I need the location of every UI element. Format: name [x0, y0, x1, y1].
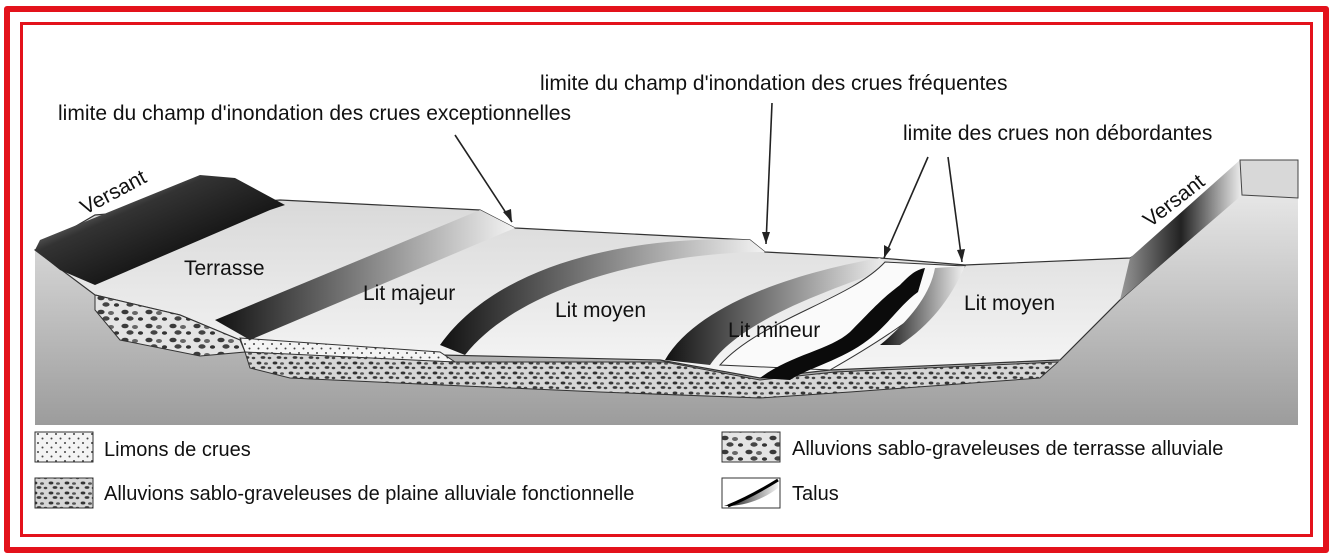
legend-label-limons: Limons de crues [104, 439, 251, 461]
label-lit-moyen-left: Lit moyen [555, 299, 646, 322]
legend-label-alluvions-plaine: Alluvions sablo-graveleuses de plaine al… [104, 483, 634, 505]
legend-swatch-talus [722, 478, 780, 508]
legend-swatch-alluvions-plaine [35, 478, 93, 508]
legend: Limons de crues Alluvions sablo-graveleu… [35, 432, 1223, 508]
label-lit-majeur: Lit majeur [363, 282, 455, 305]
label-lit-moyen-right: Lit moyen [964, 292, 1055, 315]
label-exceptional-limit: limite du champ d'inondation des crues e… [58, 102, 571, 125]
arrow-non-overflow-left [884, 157, 928, 258]
legend-label-alluvions-terrasse: Alluvions sablo-graveleuses de terrasse … [792, 438, 1223, 460]
arrow-non-overflow-right [948, 157, 962, 262]
label-frequent-limit: limite du champ d'inondation des crues f… [540, 72, 1007, 95]
versant-right-top [1240, 160, 1298, 198]
legend-label-talus: Talus [792, 483, 839, 505]
arrow-frequent [766, 103, 772, 244]
legend-swatch-limons [35, 432, 93, 462]
label-lit-mineur: Lit mineur [728, 319, 820, 342]
label-non-overflow-limit: limite des crues non débordantes [903, 122, 1212, 145]
legend-swatch-alluvions-terrasse [722, 432, 780, 462]
label-terrasse: Terrasse [184, 257, 265, 280]
